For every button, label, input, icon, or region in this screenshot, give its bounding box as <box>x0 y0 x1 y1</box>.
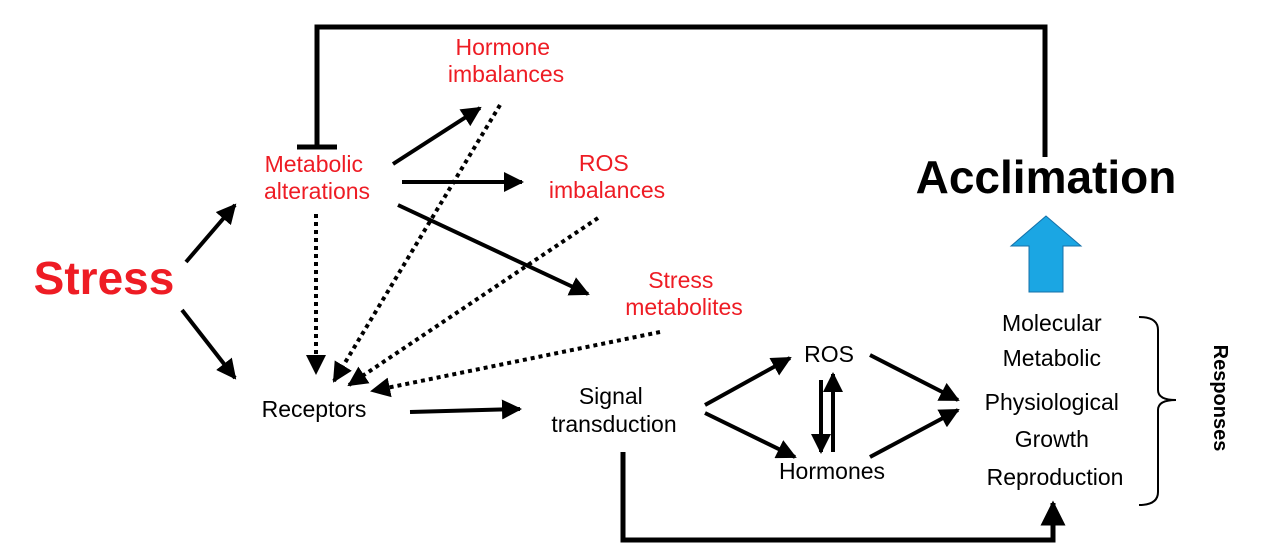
arrow-stress-to-metabolic <box>184 203 237 264</box>
metabolic-line-1: Metabolic <box>265 151 363 177</box>
metabolic-line-2: alterations <box>264 178 370 204</box>
hormone-imbalances-line-1: Hormone <box>456 34 551 60</box>
arrow-signal-to-ros <box>704 356 792 407</box>
up-arrow-icon <box>1009 215 1083 293</box>
hormone-imbalances-line-2: imbalances <box>448 61 564 87</box>
response-growth: Growth <box>1015 426 1089 452</box>
responses-label: Responses <box>1209 345 1231 452</box>
ros-imbalances-line-1: ROS <box>579 150 629 176</box>
arrow-metabolic-to-hormone-imbalances <box>391 106 482 166</box>
dotted-ros-imbalances-to-receptors <box>347 216 600 387</box>
arrow-signal-to-hormones <box>704 411 797 459</box>
signal-transduction-label: Signal transduction <box>551 383 676 437</box>
signal-line-2: transduction <box>551 411 676 437</box>
ros-imbalances-line-2: imbalances <box>549 177 665 203</box>
arrow-signal-to-responses-direct <box>620 452 1066 543</box>
acclimation-label: Acclimation <box>916 151 1177 203</box>
stress-metabolites-line-1: Stress <box>648 267 713 293</box>
dotted-stress-metabolites-to-receptors <box>370 330 661 398</box>
responses-bracket <box>1138 316 1177 506</box>
responses-list: Molecular Metabolic Physiological Growth… <box>985 310 1126 490</box>
metabolic-alterations-label: Metabolic alterations <box>264 151 370 204</box>
response-metabolic: Metabolic <box>1003 345 1101 371</box>
ros-label: ROS <box>804 341 854 367</box>
signal-line-1: Signal <box>579 383 643 409</box>
response-molecular: Molecular <box>1002 310 1102 336</box>
ros-imbalances-label: ROS imbalances <box>549 150 665 203</box>
hormone-imbalances-label: Hormone imbalances <box>448 34 564 87</box>
hormones-label: Hormones <box>779 458 885 484</box>
arrow-receptors-to-signal <box>409 399 522 420</box>
arrow-hormones-to-responses <box>869 408 960 459</box>
response-physiological: Physiological <box>985 389 1119 415</box>
arrow-stress-to-receptors <box>180 308 237 380</box>
dotted-hormone-imbalances-to-receptors <box>332 103 502 383</box>
receptors-label: Receptors <box>262 396 367 422</box>
arrow-metabolic-to-stress-metabolites <box>397 203 590 296</box>
feedback-inhibition-line <box>314 24 1048 157</box>
stress-label: Stress <box>34 252 175 304</box>
stress-metabolites-line-2: metabolites <box>625 294 743 320</box>
stress-metabolites-label: Stress metabolites <box>625 267 743 320</box>
arrow-ros-to-responses <box>869 353 960 402</box>
response-reproduction: Reproduction <box>987 464 1124 490</box>
